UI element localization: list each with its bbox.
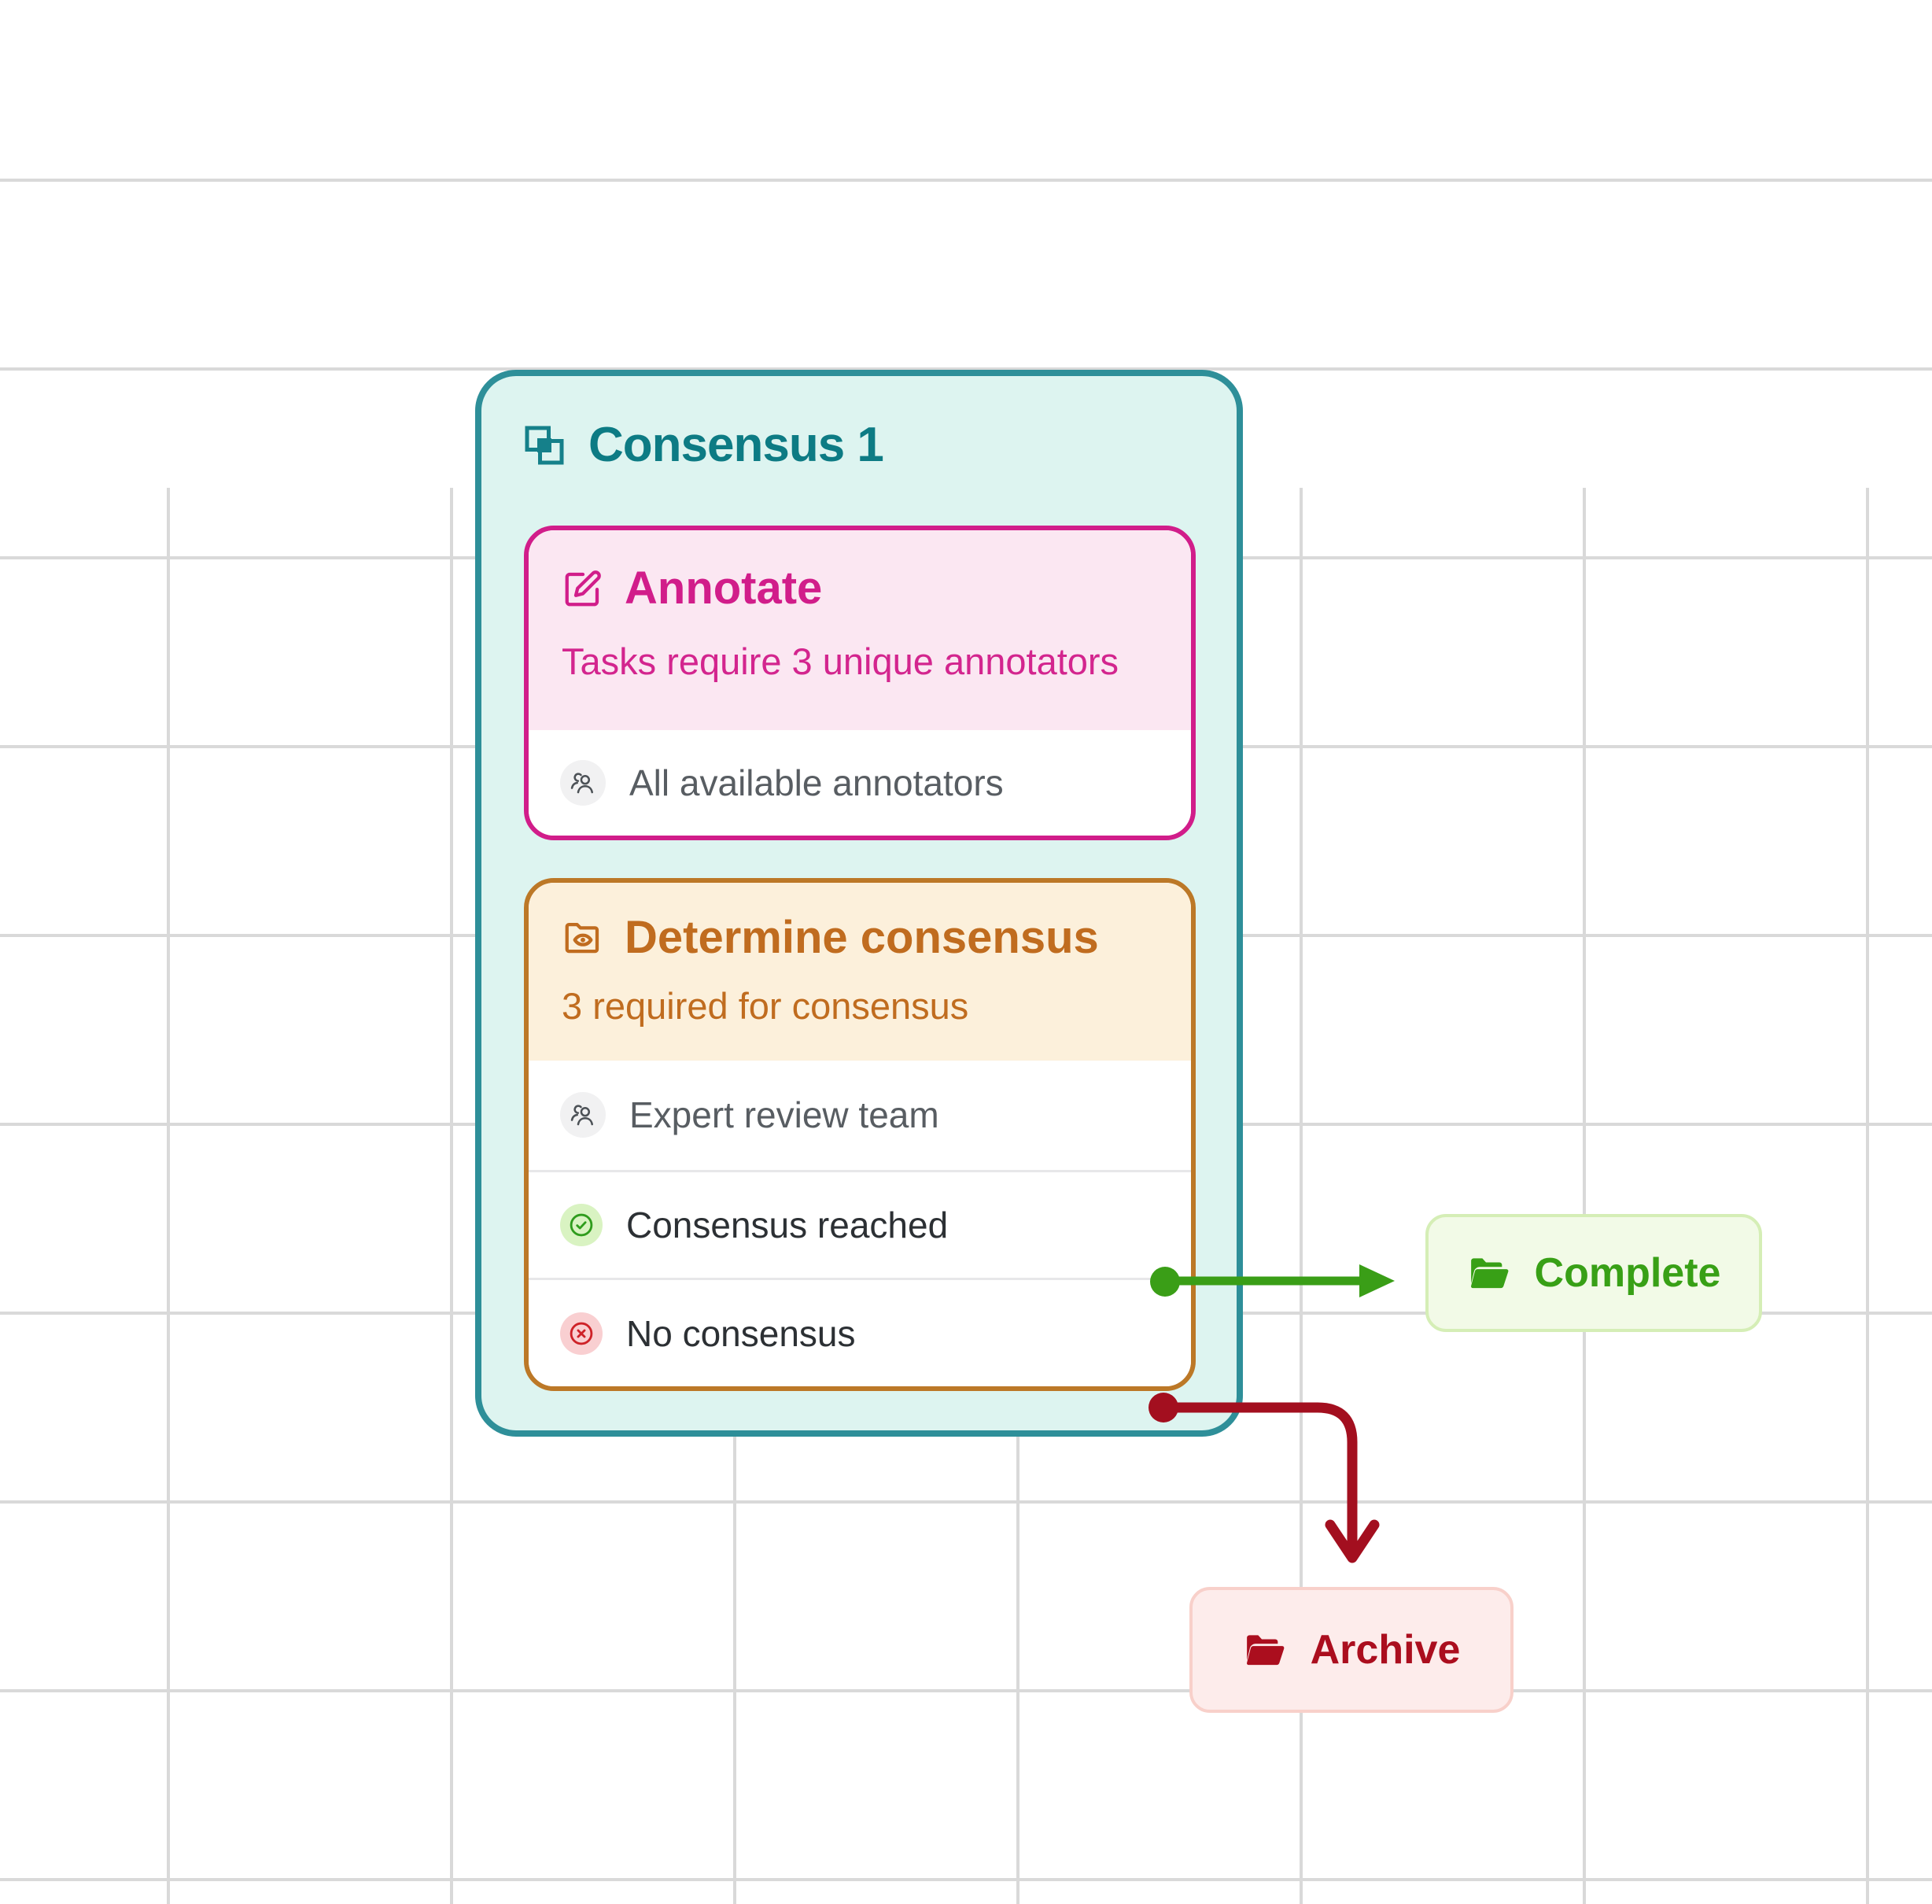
consensus-node[interactable]: Consensus 1 Annotate Tasks require 3 uni… <box>475 370 1243 1437</box>
people-icon <box>560 760 606 806</box>
x-circle-icon <box>560 1312 603 1355</box>
consensus-reached-port[interactable] <box>1150 1267 1180 1297</box>
determine-consensus-card[interactable]: Determine consensus 3 required for conse… <box>524 878 1196 1391</box>
no-consensus-label: No consensus <box>626 1312 856 1354</box>
consensus-reached-row[interactable]: Consensus reached <box>529 1169 1191 1279</box>
consensus-reached-label: Consensus reached <box>626 1205 949 1245</box>
folder-open-icon <box>1467 1251 1511 1295</box>
determine-card-title: Determine consensus <box>625 912 1099 963</box>
annotate-card[interactable]: Annotate Tasks require 3 unique annotato… <box>524 526 1196 840</box>
connection-consensus-to-complete[interactable] <box>1164 1259 1400 1303</box>
archive-node-label: Archive <box>1310 1627 1461 1673</box>
expert-review-team-label: Expert review team <box>629 1094 939 1136</box>
consensus-node-title: Consensus 1 <box>588 418 884 472</box>
people-icon <box>560 1092 606 1138</box>
folder-open-icon <box>1243 1628 1287 1672</box>
folder-eye-icon <box>562 917 604 959</box>
determine-card-title-row: Determine consensus <box>562 911 1167 964</box>
overlap-squares-icon <box>521 422 568 469</box>
expert-review-team-row[interactable]: Expert review team <box>529 1061 1191 1170</box>
annotate-card-title-row: Annotate <box>562 562 1167 614</box>
determine-card-subtitle: 3 required for consensus <box>562 985 969 1027</box>
no-consensus-row[interactable]: No consensus <box>529 1278 1191 1386</box>
annotate-card-subtitle: Tasks require 3 unique annotators <box>562 640 1119 682</box>
consensus-node-header: Consensus 1 <box>521 417 884 473</box>
check-circle-icon <box>560 1204 603 1246</box>
archive-node[interactable]: Archive <box>1189 1587 1514 1713</box>
no-consensus-port[interactable] <box>1149 1393 1178 1422</box>
annotate-card-title: Annotate <box>625 563 823 614</box>
connection-noconsensus-to-archive[interactable] <box>1163 1397 1392 1574</box>
annotators-row-label: All available annotators <box>629 762 1004 803</box>
complete-node[interactable]: Complete <box>1425 1214 1762 1332</box>
annotate-card-header: Annotate Tasks require 3 unique annotato… <box>529 530 1191 730</box>
pencil-square-icon <box>562 567 604 610</box>
annotators-row[interactable]: All available annotators <box>529 730 1191 836</box>
determine-card-header: Determine consensus 3 required for conse… <box>529 883 1191 1061</box>
complete-node-label: Complete <box>1534 1250 1721 1296</box>
